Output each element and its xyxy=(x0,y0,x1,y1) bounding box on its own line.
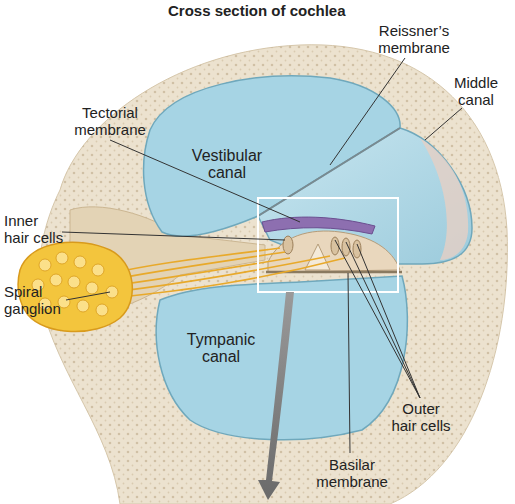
part-label: Basilar membrane xyxy=(300,456,404,490)
diagram-title: Cross section of cochlea xyxy=(168,2,346,19)
part-label: Tectorial membrane xyxy=(64,104,156,138)
organ-of-corti xyxy=(268,231,400,272)
part-label: Inner hair cells xyxy=(4,212,66,246)
nerve-fibres xyxy=(108,248,345,298)
reissners-membrane-line xyxy=(258,128,400,216)
part-label: Vestibular canal xyxy=(178,147,276,181)
tectorial-membrane xyxy=(262,217,375,234)
part-label: Middle canal xyxy=(440,74,512,108)
detail-frame xyxy=(258,198,398,292)
leader-lines xyxy=(62,58,462,453)
zoom-arrow xyxy=(258,292,294,500)
stria-vascularis xyxy=(420,138,468,260)
part-label: Tympanic canal xyxy=(172,331,270,365)
part-label: Outer hair cells xyxy=(388,400,454,434)
outer-hair-cell xyxy=(353,240,361,258)
part-label: Reissner’s membrane xyxy=(368,22,460,56)
part-label: Spiral ganglion xyxy=(4,283,76,317)
